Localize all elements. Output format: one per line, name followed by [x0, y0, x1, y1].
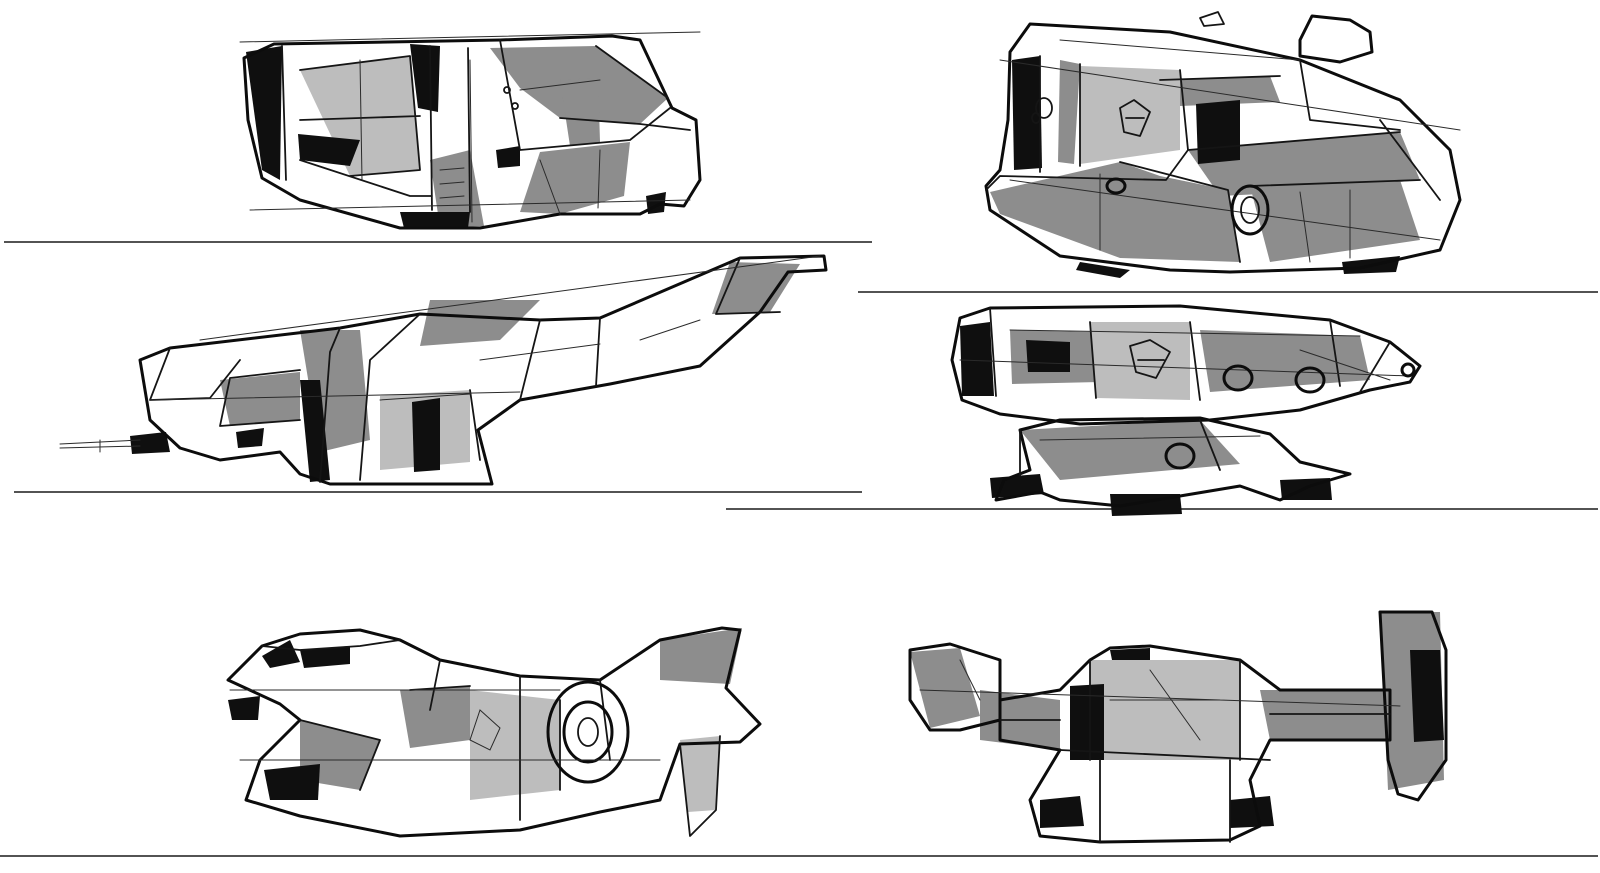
sketch-dropship-side-profile	[59, 254, 828, 486]
sketch-dropship-front-landed	[950, 304, 1422, 516]
sketch-fighter-side-three-quarter	[226, 626, 762, 838]
ground-lines	[0, 241, 1598, 857]
sketch-tiltrotor-rear-landed	[908, 610, 1448, 844]
sketch-dropship-front-three-quarter	[984, 11, 1462, 278]
sketch-dropship-rear-three-quarter	[239, 31, 702, 230]
